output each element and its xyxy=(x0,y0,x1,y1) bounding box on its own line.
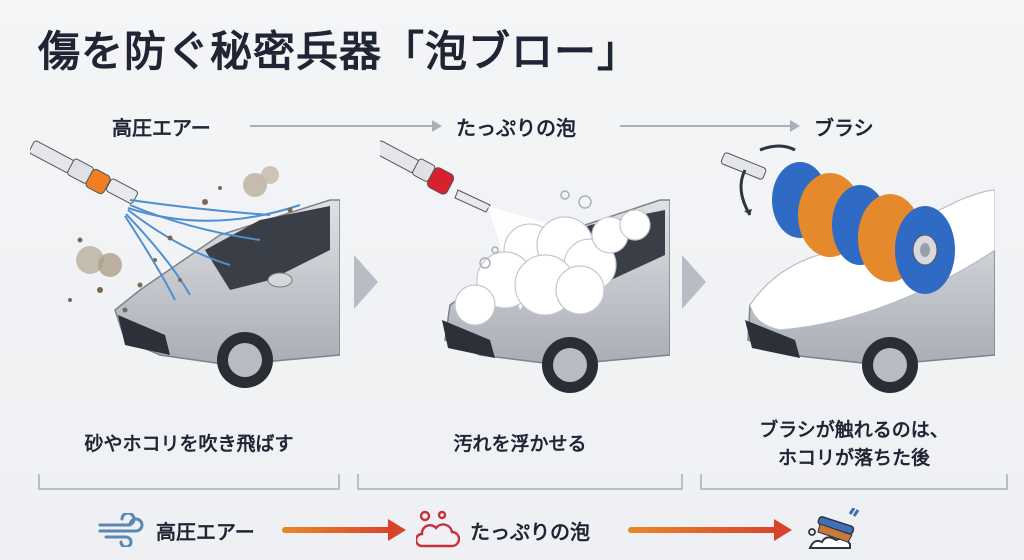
bracket-brush xyxy=(700,474,1008,490)
page-title: 傷を防ぐ秘密兵器「泡ブロー」 xyxy=(38,27,641,76)
foam-nozzle-icon xyxy=(380,140,491,213)
step-chevron-2 xyxy=(682,255,706,309)
bottom-step-foam: たっぷりの泡 xyxy=(416,508,590,552)
caption-air: 砂やホコリを吹き飛ばす xyxy=(84,433,294,455)
air-nozzle-icon xyxy=(30,140,138,204)
panel-air-blow xyxy=(30,140,340,415)
bottom-flow: 高圧エアー たっぷりの泡 xyxy=(0,508,1024,552)
foam-cloud-icon xyxy=(454,209,651,326)
step-label-air: 高圧エアー xyxy=(112,116,211,140)
flow-arrow-1 xyxy=(250,120,442,132)
wind-icon xyxy=(98,513,144,547)
car-icon xyxy=(114,199,340,388)
air-stream-icon xyxy=(124,199,301,301)
panel-foam xyxy=(380,140,670,415)
bracket-air xyxy=(38,474,340,490)
step-label-foam: たっぷりの泡 xyxy=(456,116,576,140)
bottom-label-foam: たっぷりの泡 xyxy=(470,519,590,544)
bottom-arrow-1 xyxy=(282,519,406,541)
bracket-foam xyxy=(357,474,683,490)
car-foam-illustration xyxy=(380,140,670,393)
rotating-brush-icon xyxy=(772,162,955,294)
panel-brush xyxy=(720,140,995,415)
caption-brush: ブラシが触れるのは、 ホコリが落ちた後 xyxy=(700,416,1008,472)
cloud-bubbles-icon xyxy=(416,510,460,548)
bottom-step-brush xyxy=(806,508,860,552)
step-label-brush: ブラシ xyxy=(814,116,874,140)
step-chevron-1 xyxy=(354,255,378,309)
bottom-step-air: 高圧エアー xyxy=(98,508,255,552)
car-air-blow-illustration xyxy=(30,140,340,388)
caption-brush-line2: ホコリが落ちた後 xyxy=(777,447,930,469)
bottom-arrow-2 xyxy=(628,519,792,541)
caption-foam: 汚れを浮かせる xyxy=(453,433,587,455)
brush-foam-icon xyxy=(808,508,860,549)
dust-particles xyxy=(68,166,293,313)
flow-arrow-2 xyxy=(620,120,800,132)
bottom-label-air: 高圧エアー xyxy=(156,519,255,544)
caption-brush-line1: ブラシが触れるのは、 xyxy=(759,419,949,441)
car-brush-illustration xyxy=(720,144,995,393)
brush-handle-icon xyxy=(720,144,796,216)
